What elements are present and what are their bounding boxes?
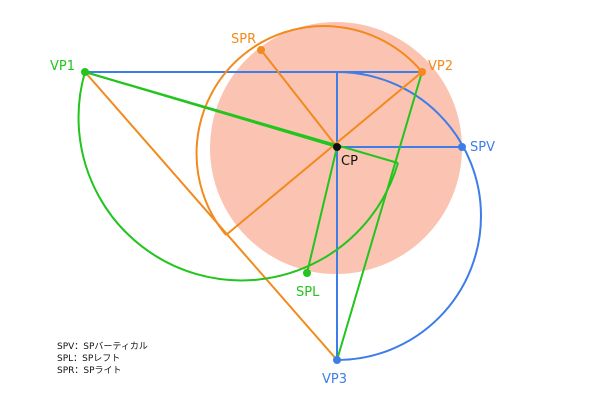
- vp1-point: [81, 68, 89, 76]
- spr-to-cp-line: [260, 49, 338, 148]
- legend-spv: SPV：SPバーティカル: [57, 341, 148, 352]
- green-construction: [77, 71, 423, 361]
- vp2-label: VP2: [428, 59, 453, 74]
- vp3-point: [333, 356, 341, 364]
- vp2-to-lower-left-line: [225, 71, 423, 236]
- vp2-to-vp3-line: [336, 71, 423, 361]
- spr-label: SPR: [231, 32, 256, 47]
- legend: SPV：SPバーティカル SPL：SPレフト SPR：SPライト: [57, 341, 148, 376]
- vp1-to-mid-line: [84, 71, 399, 164]
- spv-label: SPV: [470, 140, 495, 155]
- legend-spr: SPR：SPライト: [57, 365, 122, 376]
- spl-label: SPL: [296, 285, 320, 300]
- vp1-to-vp3-line: [84, 71, 338, 361]
- cp-point: [333, 143, 341, 151]
- spr-point: [257, 46, 265, 54]
- orange-measuring-arc: [195, 25, 423, 236]
- orange-construction: [84, 25, 423, 361]
- spv-point: [458, 143, 466, 151]
- vp2-point: [418, 68, 426, 76]
- green-measuring-arc: [77, 71, 399, 282]
- legend-spl: SPL：SPレフト: [57, 354, 120, 364]
- vp1-label: VP1: [50, 59, 75, 74]
- cp-to-spl-line: [306, 146, 338, 274]
- cp-label: CP: [341, 154, 358, 169]
- vp3-label: VP3: [322, 372, 347, 387]
- spl-point: [303, 269, 311, 277]
